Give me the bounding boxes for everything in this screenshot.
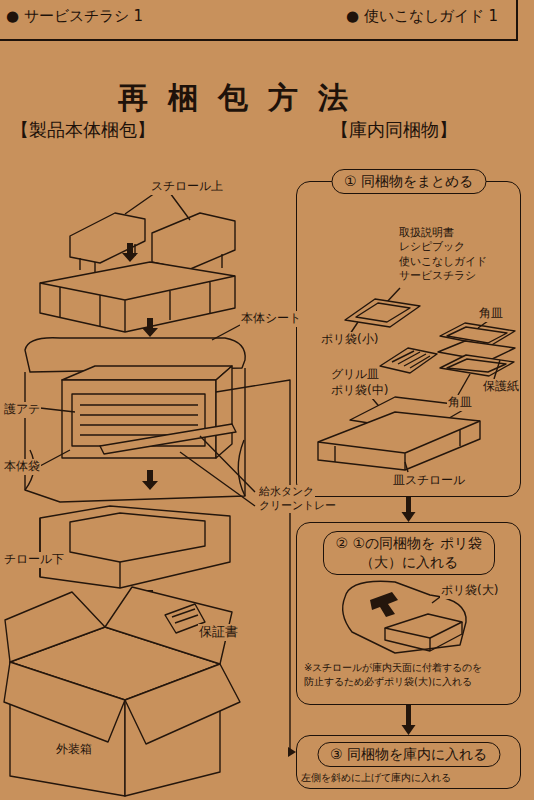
styrofoam-bottom <box>70 513 205 562</box>
part-label: 本体シート <box>240 311 302 327</box>
large-bag <box>432 597 440 603</box>
accessory-items <box>335 430 460 462</box>
styrofoam-top <box>40 262 235 332</box>
oven-body <box>100 424 236 454</box>
part-label: ポリ袋(中) <box>330 383 389 399</box>
styrofoam-top <box>40 193 235 332</box>
outer-box <box>172 609 198 623</box>
large-bag <box>385 622 462 651</box>
styrofoam-top <box>125 193 190 220</box>
part-label: スチロール上 <box>150 179 224 195</box>
styrofoam-top <box>40 276 235 332</box>
item-text: ● サービスチラシ 1 <box>6 7 143 27</box>
large-bag <box>385 614 462 638</box>
oven-body <box>62 366 232 380</box>
part-label: 角皿 <box>447 395 473 411</box>
leader-line <box>216 380 292 752</box>
accessory-items <box>345 299 420 327</box>
accessory-items <box>356 303 410 322</box>
part-label: ポリ袋(大) <box>440 583 499 599</box>
arrow-head <box>402 725 416 735</box>
styrofoam-top <box>70 213 145 263</box>
oven-body <box>216 366 232 458</box>
oven-body <box>180 436 255 506</box>
outer-box <box>4 587 240 796</box>
part-label: 保護紙 <box>482 379 520 395</box>
oven-body <box>40 366 255 506</box>
section-heading: 【庫内同梱物】 <box>330 118 458 141</box>
body-bag <box>25 368 245 502</box>
part-label: 本体袋 <box>3 459 41 475</box>
part-label: 角皿 <box>478 306 504 322</box>
step-panel: ② ①の同梱物を ポリ袋（大）に入れる ※スチロールが庫内天面に付着するのを 防止… <box>296 522 521 705</box>
part-label: ポリ袋(小) <box>320 332 379 348</box>
leader-line <box>288 747 296 757</box>
accessory-items <box>392 351 430 368</box>
flow-arrow <box>402 497 416 522</box>
flow-line <box>406 497 411 513</box>
part-label: 外装箱 <box>55 742 93 758</box>
styrofoam-bottom <box>40 506 230 588</box>
down-arrow <box>142 470 158 490</box>
part-label: 皿スチロール <box>392 473 466 489</box>
step-heading: ① 同梱物をまとめる <box>331 169 486 194</box>
styrofoam-bottom <box>40 506 230 588</box>
part-label: 給水タンク <box>258 485 315 499</box>
accessory-items <box>447 327 507 343</box>
part-label: 取扱説明書 レシピブック 使いこなしガイド サービスチラシ <box>398 226 495 283</box>
note-text: 左側を斜めに上げて庫内に入れる <box>301 771 451 785</box>
body-bag <box>25 368 245 502</box>
step-panel: ③ 同梱物を庫内に入れる左側を斜めに上げて庫内に入れる <box>296 735 521 789</box>
flow-arrow <box>402 705 416 735</box>
step-heading: ③ 同梱物を庫内に入れる <box>317 742 500 767</box>
accessory-items <box>458 374 470 395</box>
item-text: ● 使いこなしガイド 1 <box>346 7 498 27</box>
accessory-items <box>405 462 408 472</box>
accessory-items <box>440 355 514 376</box>
outer-box <box>5 592 105 662</box>
accessory-items <box>494 360 500 379</box>
accessory-items <box>318 412 480 470</box>
part-label: グリル皿 <box>330 367 380 383</box>
leader-line <box>216 380 296 757</box>
part-label: チロール下 <box>3 552 65 568</box>
oven-body <box>80 405 198 435</box>
note-text: ※スチロールが庫内天面に付着するのを 防止するため必ずポリ袋(大)に入れる <box>304 661 516 688</box>
large-bag <box>370 592 398 617</box>
down-arrow <box>122 243 138 262</box>
accessory-items <box>478 321 488 328</box>
body-sheet <box>25 325 245 372</box>
diagram-title: 再梱包方法 <box>118 78 368 117</box>
part-label: 保証書 <box>198 624 239 641</box>
outer-box <box>125 664 240 744</box>
outer-box <box>4 662 125 742</box>
accessory-items <box>318 421 480 470</box>
arrow-head <box>402 512 416 522</box>
contents-box: ● サービスチラシ 1 ● 使いこなしガイド 1 <box>0 0 518 41</box>
flow-line <box>406 705 411 726</box>
body-sheet <box>212 325 240 340</box>
part-label: クリーントレー <box>258 499 337 513</box>
accessory-items <box>380 348 437 373</box>
section-heading: 【製品本体梱包】 <box>10 118 156 141</box>
step-heading: ② ①の同梱物を ポリ袋（大）に入れる <box>323 531 495 575</box>
down-arrow <box>142 318 158 337</box>
part-label: 護アテ <box>3 402 41 418</box>
oven-body <box>40 408 75 466</box>
